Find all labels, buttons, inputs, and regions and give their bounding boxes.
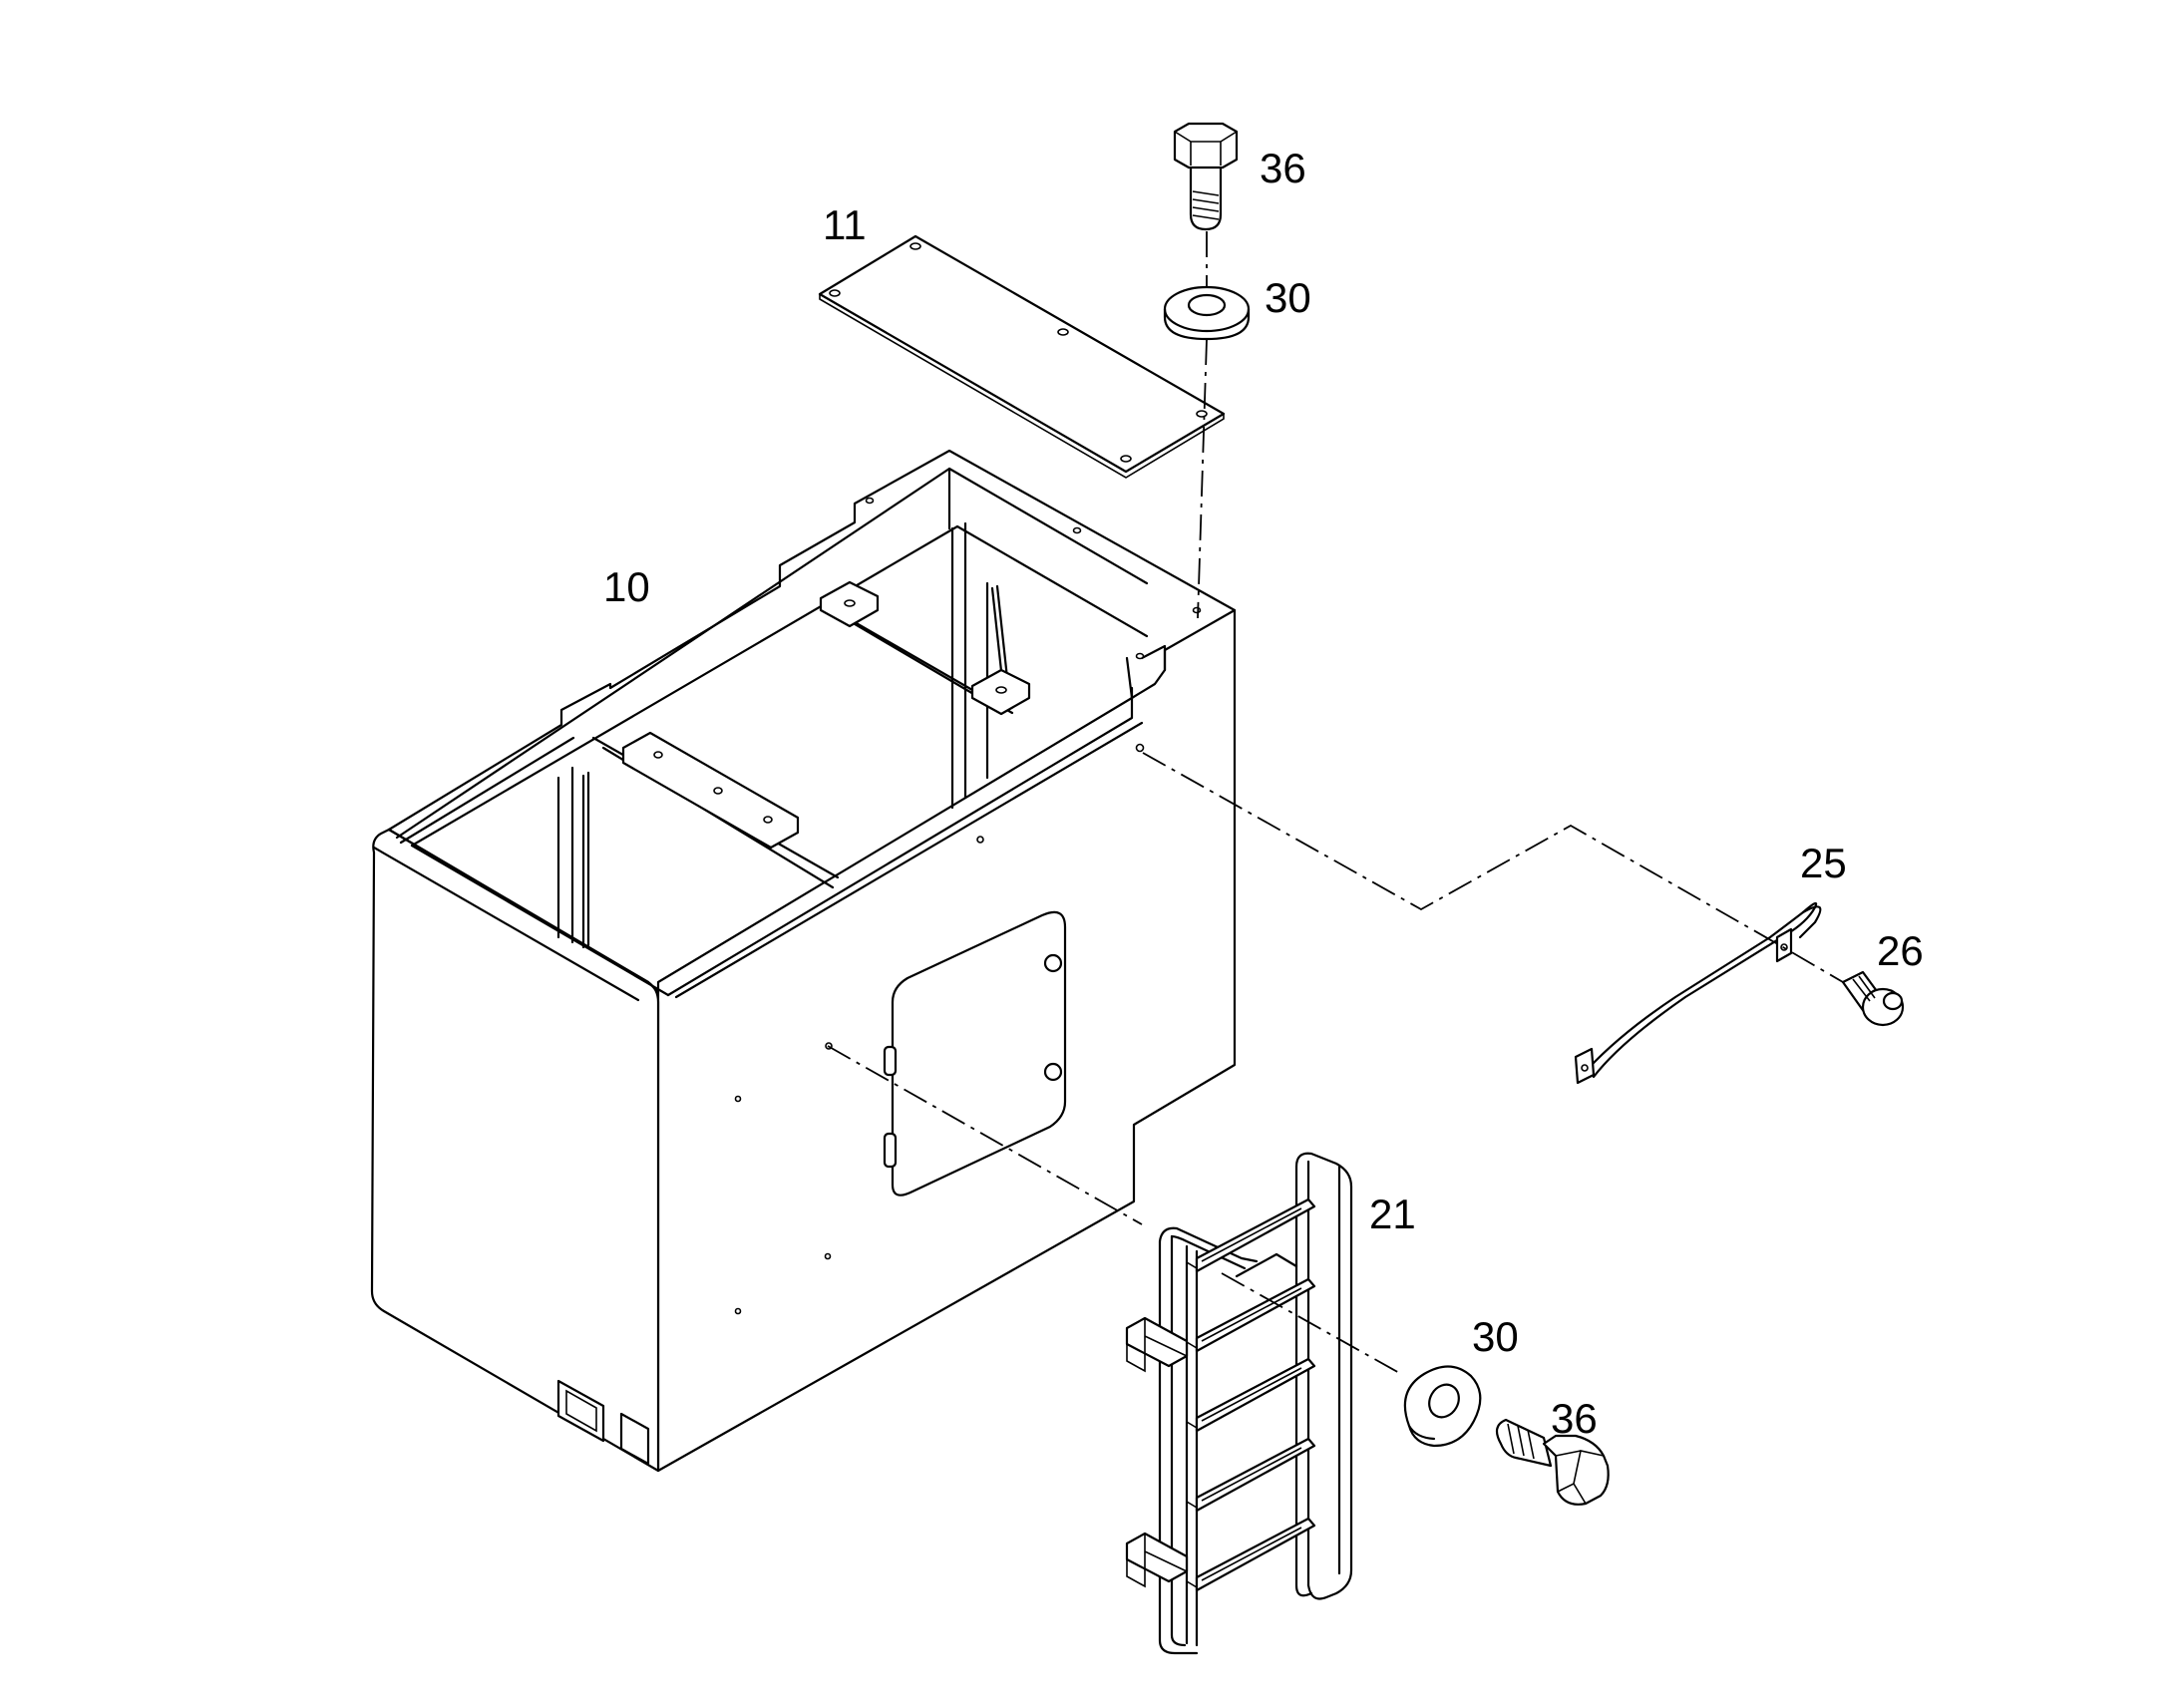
- cover-plate-part-11: [818, 234, 1226, 479]
- centerline-top: [1197, 231, 1208, 619]
- tank-part-10: [370, 449, 1237, 1473]
- label-bolt-top: 36: [1260, 145, 1306, 191]
- label-tank: 10: [603, 563, 650, 610]
- centerline-handle: [1142, 752, 1844, 983]
- bolt-top-part-36: [1173, 122, 1239, 231]
- bolt-bottom-part-36: [1495, 1418, 1610, 1506]
- centerline-ladder: [827, 1045, 1402, 1375]
- label-washer-top: 30: [1265, 274, 1311, 321]
- screw-part-26: [1841, 970, 1905, 1027]
- handle-part-25: [1574, 901, 1822, 1085]
- washer-top-part-30: [1163, 285, 1251, 341]
- ladder-part-21: [1125, 1152, 1353, 1655]
- label-washer-bottom: 30: [1472, 1313, 1519, 1360]
- label-cover-plate: 11: [823, 201, 867, 248]
- label-ladder: 21: [1369, 1191, 1416, 1237]
- label-screw: 26: [1877, 927, 1924, 974]
- washer-bottom-part-30: [1403, 1365, 1482, 1448]
- label-handle: 25: [1800, 840, 1847, 886]
- label-bolt-bottom: 36: [1551, 1395, 1598, 1442]
